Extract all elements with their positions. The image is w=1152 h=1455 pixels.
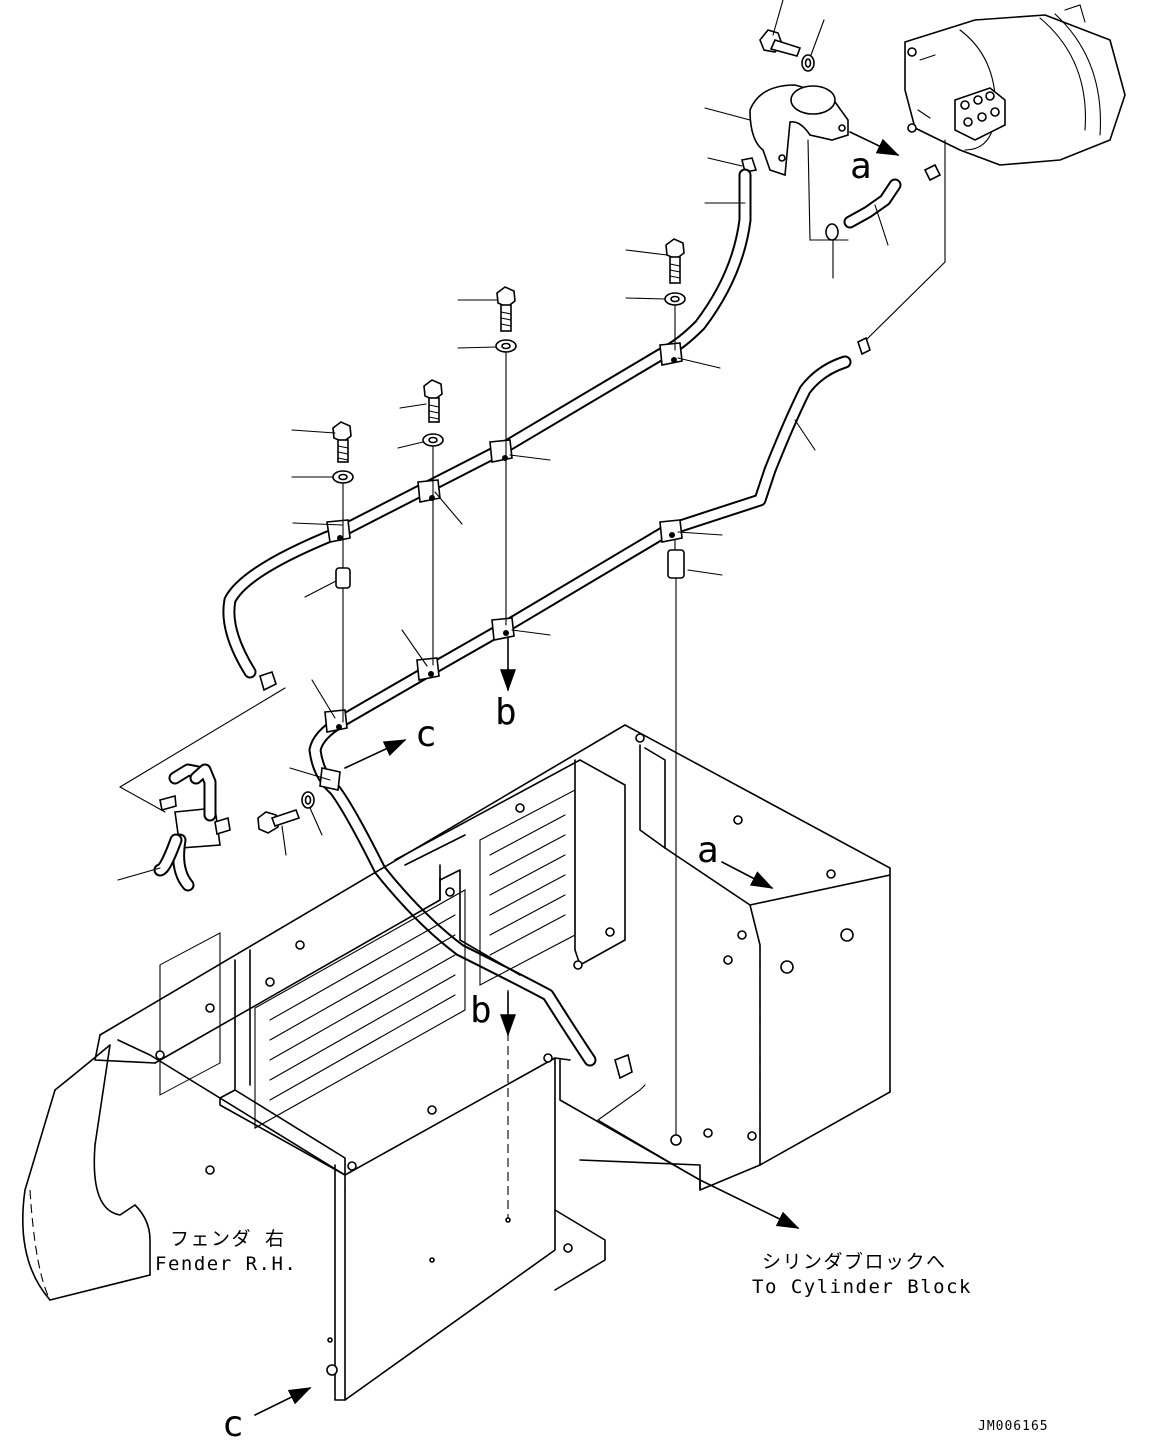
bolt-stack-2 <box>397 379 444 666</box>
cylinder-label-jp: シリンダブロックへ <box>762 1250 947 1273</box>
fitting-detail <box>117 687 286 892</box>
hose-bracket <box>704 84 849 177</box>
cylinder-label-en: To Cylinder Block <box>752 1276 972 1298</box>
view-label-c-bottom: c <box>222 1404 244 1445</box>
view-label-b-top: b <box>495 692 517 733</box>
frame-fasteners <box>155 733 854 1376</box>
bolt-stack-4 <box>625 238 686 1139</box>
view-label-c-top: c <box>415 714 437 755</box>
bolt-stack-3 <box>457 286 517 626</box>
short-hose <box>843 178 902 246</box>
fender-label-en: Fender R.H. <box>155 1253 297 1275</box>
bracket-clip <box>825 223 839 279</box>
bolt-stack-1 <box>291 421 354 723</box>
compressor-unit <box>904 4 1126 166</box>
engine-elbow-fitting <box>923 163 942 182</box>
frame-structure <box>22 724 891 1401</box>
upper-hose-end-clamp <box>259 670 277 692</box>
clamp-upper-2 <box>417 479 441 503</box>
clamp-lower-5 <box>319 767 341 791</box>
lower-hose-end-clamp <box>614 1053 633 1080</box>
side-bolt <box>257 791 323 856</box>
hose-end-cap <box>707 157 758 173</box>
clamp-upper-4 <box>659 342 683 366</box>
clamp-lower-2 <box>416 657 440 681</box>
lower-hose <box>308 355 852 1067</box>
leader-lines <box>289 357 723 781</box>
clamp-lower-3 <box>491 617 515 641</box>
louver-grille-right <box>479 789 576 986</box>
clamp-lower-4 <box>659 519 683 543</box>
top-washer <box>801 19 825 72</box>
top-bolt <box>759 0 802 57</box>
valve-block <box>954 87 1006 141</box>
clamp-lower-1 <box>324 709 348 733</box>
louver-grille-left <box>159 932 221 1096</box>
clamp-upper-3 <box>489 439 513 463</box>
drawing-code: JM006165 <box>978 1419 1049 1434</box>
view-label-a-bottom: a <box>697 830 719 871</box>
view-label-b-bottom: b <box>470 990 492 1031</box>
view-label-a-top: a <box>850 146 872 187</box>
fender-label-jp: フェンダ 右 <box>170 1228 285 1250</box>
upper-hose-clamp <box>857 336 871 356</box>
louver-grille-center <box>254 889 466 1129</box>
clamp-upper-1 <box>326 519 351 543</box>
